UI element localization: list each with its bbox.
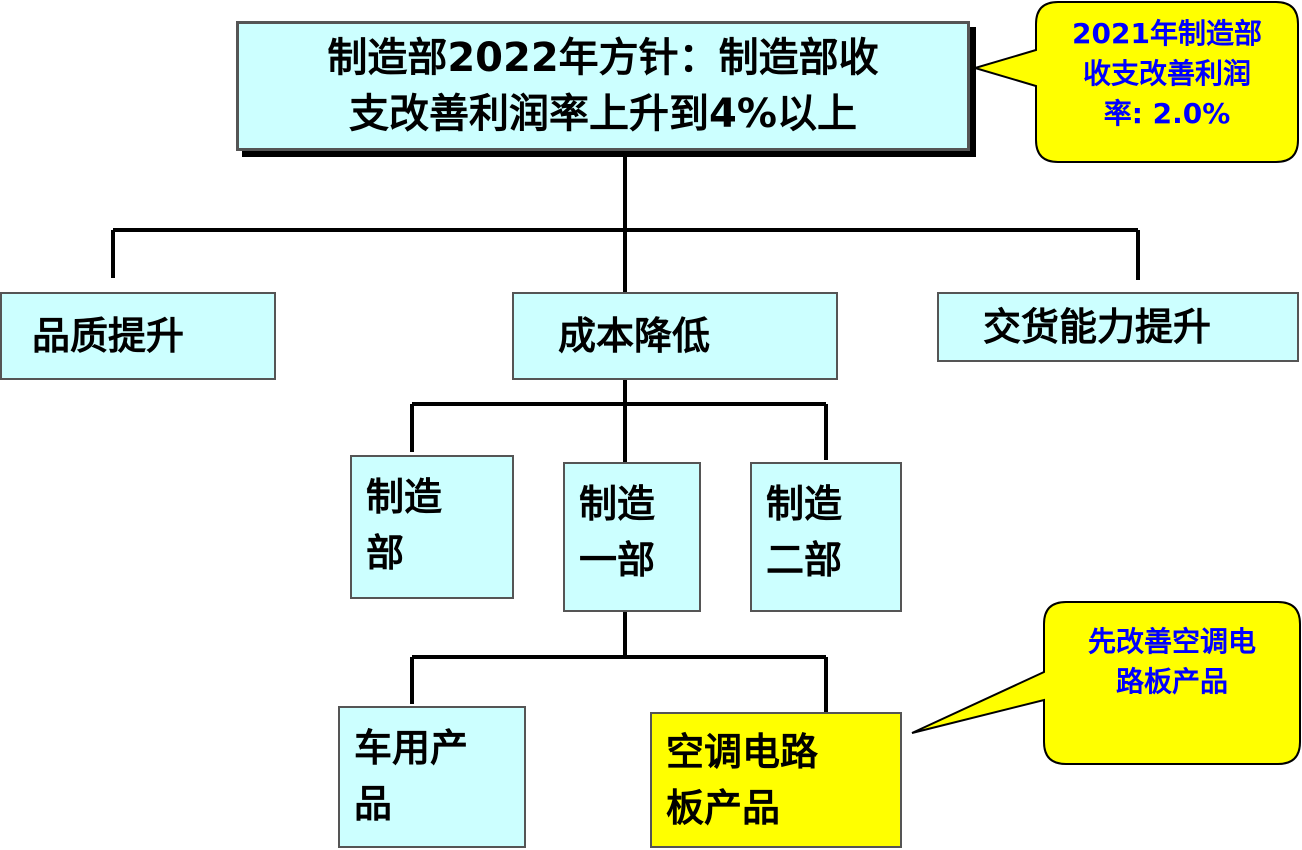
root-title-line1: 制造部2022年方针：制造部收 — [327, 35, 879, 81]
node-mfg2-line2: 二部 — [766, 538, 843, 582]
callout-top-bubble — [971, 1, 1299, 163]
callout-top-text: 2021年制造部 收支改善利润 率: 2.0% — [1040, 14, 1294, 134]
root-node: 制造部2022年方针：制造部收 支改善利润率上升到4%以上 — [236, 21, 970, 151]
node-quality-label: 品质提升 — [32, 314, 185, 358]
callout-top-line2: 收支改善利润 — [1082, 57, 1251, 90]
node-ac-line1: 空调电路 — [666, 730, 819, 774]
node-ac-circuit-products: 空调电路 板产品 — [650, 712, 902, 848]
callout-top-line3: 率: 2.0% — [1103, 97, 1231, 130]
node-mfg1-line1: 制造 — [579, 482, 656, 526]
node-mfg1: 制造 一部 — [563, 462, 701, 612]
callout-bottom-line1: 先改善空调电 — [1087, 625, 1256, 658]
callout-bottom-text: 先改善空调电 路板产品 — [1048, 622, 1296, 702]
node-auto-products: 车用产 品 — [338, 706, 526, 848]
tree-connectors — [111, 150, 1140, 712]
node-ac-line2: 板产品 — [666, 786, 781, 830]
node-auto-line2: 品 — [354, 782, 393, 826]
node-mfg1-line2: 一部 — [579, 538, 656, 582]
node-mfg2-line1: 制造 — [766, 482, 843, 526]
callout-top-line1: 2021年制造部 — [1072, 17, 1262, 50]
node-cost-label: 成本降低 — [558, 314, 711, 358]
node-mfg2: 制造 二部 — [750, 462, 902, 612]
node-quality: 品质提升 — [0, 292, 276, 380]
node-mfg-line2: 部 — [366, 531, 405, 575]
node-mfg: 制造 部 — [350, 455, 514, 599]
callout-bottom-bubble — [911, 601, 1301, 765]
node-delivery: 交货能力提升 — [937, 292, 1299, 362]
node-cost: 成本降低 — [512, 292, 838, 380]
root-title-line2: 支改善利润率上升到4%以上 — [349, 91, 857, 137]
callout-bottom-line2: 路板产品 — [1115, 665, 1228, 698]
node-delivery-label: 交货能力提升 — [983, 305, 1212, 349]
node-mfg-line1: 制造 — [366, 475, 443, 519]
node-auto-line1: 车用产 — [354, 726, 469, 770]
